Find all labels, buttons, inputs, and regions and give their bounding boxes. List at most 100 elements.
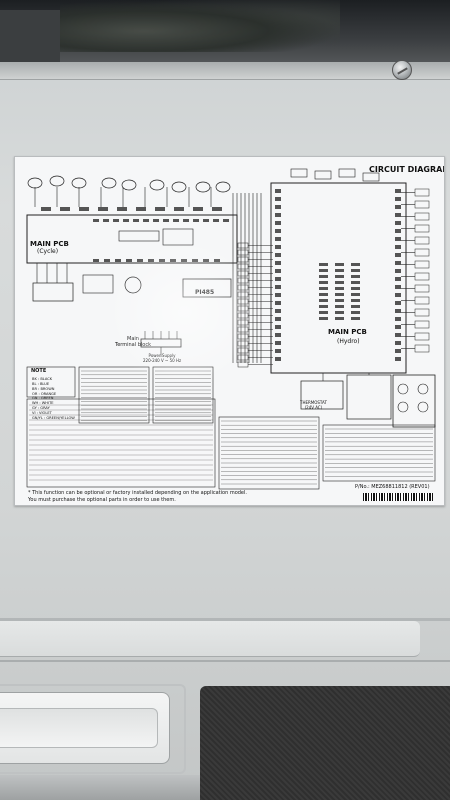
component-box bbox=[237, 305, 249, 312]
connector bbox=[275, 229, 281, 233]
component-box bbox=[338, 168, 356, 178]
component-box bbox=[414, 248, 430, 257]
barcode bbox=[363, 493, 433, 501]
connector bbox=[395, 317, 401, 321]
connector bbox=[275, 277, 281, 281]
connector bbox=[275, 317, 281, 321]
component-box bbox=[237, 361, 249, 368]
connector bbox=[335, 275, 344, 278]
component-box bbox=[237, 333, 249, 340]
component-box bbox=[162, 228, 194, 246]
motor-symbol bbox=[195, 181, 211, 193]
connector bbox=[395, 349, 401, 353]
connector bbox=[335, 281, 344, 284]
motor-symbol bbox=[71, 177, 87, 189]
motor-symbol bbox=[121, 179, 137, 191]
connector bbox=[395, 325, 401, 329]
connector bbox=[319, 269, 328, 272]
connector bbox=[153, 219, 159, 222]
connector bbox=[275, 349, 281, 353]
connector bbox=[395, 357, 401, 361]
component-box bbox=[78, 366, 150, 424]
connector bbox=[275, 301, 281, 305]
connector bbox=[192, 259, 198, 262]
connector bbox=[275, 293, 281, 297]
connector bbox=[395, 245, 401, 249]
connector bbox=[212, 207, 222, 211]
connector bbox=[174, 207, 184, 211]
connector bbox=[275, 261, 281, 265]
panel-seam-lower bbox=[0, 660, 450, 662]
connector bbox=[335, 305, 344, 308]
sensor-symbol bbox=[397, 401, 409, 413]
sensor-symbol bbox=[397, 383, 409, 395]
component-box bbox=[237, 284, 249, 291]
component-box bbox=[414, 224, 430, 233]
main-pcb-hydro-sub: (Hydro) bbox=[337, 338, 360, 345]
component-box bbox=[237, 277, 249, 284]
connector bbox=[395, 261, 401, 265]
component-box bbox=[322, 424, 436, 482]
connector bbox=[113, 219, 119, 222]
note-heading: NOTE bbox=[31, 368, 47, 374]
component-box bbox=[32, 282, 74, 302]
component-box bbox=[414, 320, 430, 329]
connector bbox=[275, 269, 281, 273]
sensor-symbol bbox=[417, 401, 429, 413]
handle-grip-slot[interactable] bbox=[0, 708, 158, 748]
connector bbox=[275, 333, 281, 337]
component-box bbox=[237, 249, 249, 256]
connector bbox=[395, 197, 401, 201]
connector bbox=[395, 237, 401, 241]
component-box bbox=[237, 347, 249, 354]
diagram-title: CIRCUIT DIAGRAM bbox=[369, 165, 445, 174]
connector bbox=[395, 277, 401, 281]
component-box bbox=[414, 260, 430, 269]
connector bbox=[335, 317, 344, 320]
connector bbox=[275, 189, 281, 193]
connector bbox=[143, 219, 149, 222]
connector bbox=[163, 219, 169, 222]
connector bbox=[173, 219, 179, 222]
connector bbox=[351, 281, 360, 284]
connector bbox=[335, 299, 344, 302]
component-box bbox=[152, 366, 214, 424]
connector bbox=[133, 219, 139, 222]
component-box bbox=[346, 374, 392, 420]
connector bbox=[351, 317, 360, 320]
connector bbox=[214, 259, 220, 262]
component-box bbox=[392, 374, 436, 428]
connector bbox=[335, 293, 344, 296]
component-box bbox=[26, 366, 76, 398]
component-box bbox=[237, 312, 249, 319]
motor-symbol bbox=[215, 181, 231, 193]
connector bbox=[395, 229, 401, 233]
connector bbox=[351, 299, 360, 302]
component-box bbox=[237, 256, 249, 263]
connector bbox=[170, 259, 176, 262]
connector bbox=[395, 253, 401, 257]
connector bbox=[136, 207, 146, 211]
main-pcb-cycle-sub: (Cycle) bbox=[37, 248, 59, 255]
connector bbox=[126, 259, 132, 262]
connector bbox=[395, 189, 401, 193]
connector bbox=[275, 285, 281, 289]
lower-panel-band bbox=[0, 621, 420, 657]
component-box bbox=[237, 326, 249, 333]
connector bbox=[117, 207, 127, 211]
component-box bbox=[82, 274, 114, 294]
component-box bbox=[362, 172, 380, 182]
circuit-diagram-label: CIRCUIT DIAGRAM MAIN PCB (Cycle) PI485 M… bbox=[14, 156, 445, 506]
panel-top-edge bbox=[0, 62, 450, 80]
power-supply-label: Power Supply 220-240 V ~ 50 Hz bbox=[143, 353, 182, 363]
component-box bbox=[414, 188, 430, 197]
connector bbox=[275, 197, 281, 201]
connector bbox=[351, 269, 360, 272]
connector bbox=[193, 207, 203, 211]
handle-recess bbox=[0, 684, 186, 774]
component-box bbox=[26, 398, 216, 488]
motor-symbol bbox=[101, 177, 117, 189]
motor-symbol bbox=[171, 181, 187, 193]
component-box bbox=[414, 332, 430, 341]
